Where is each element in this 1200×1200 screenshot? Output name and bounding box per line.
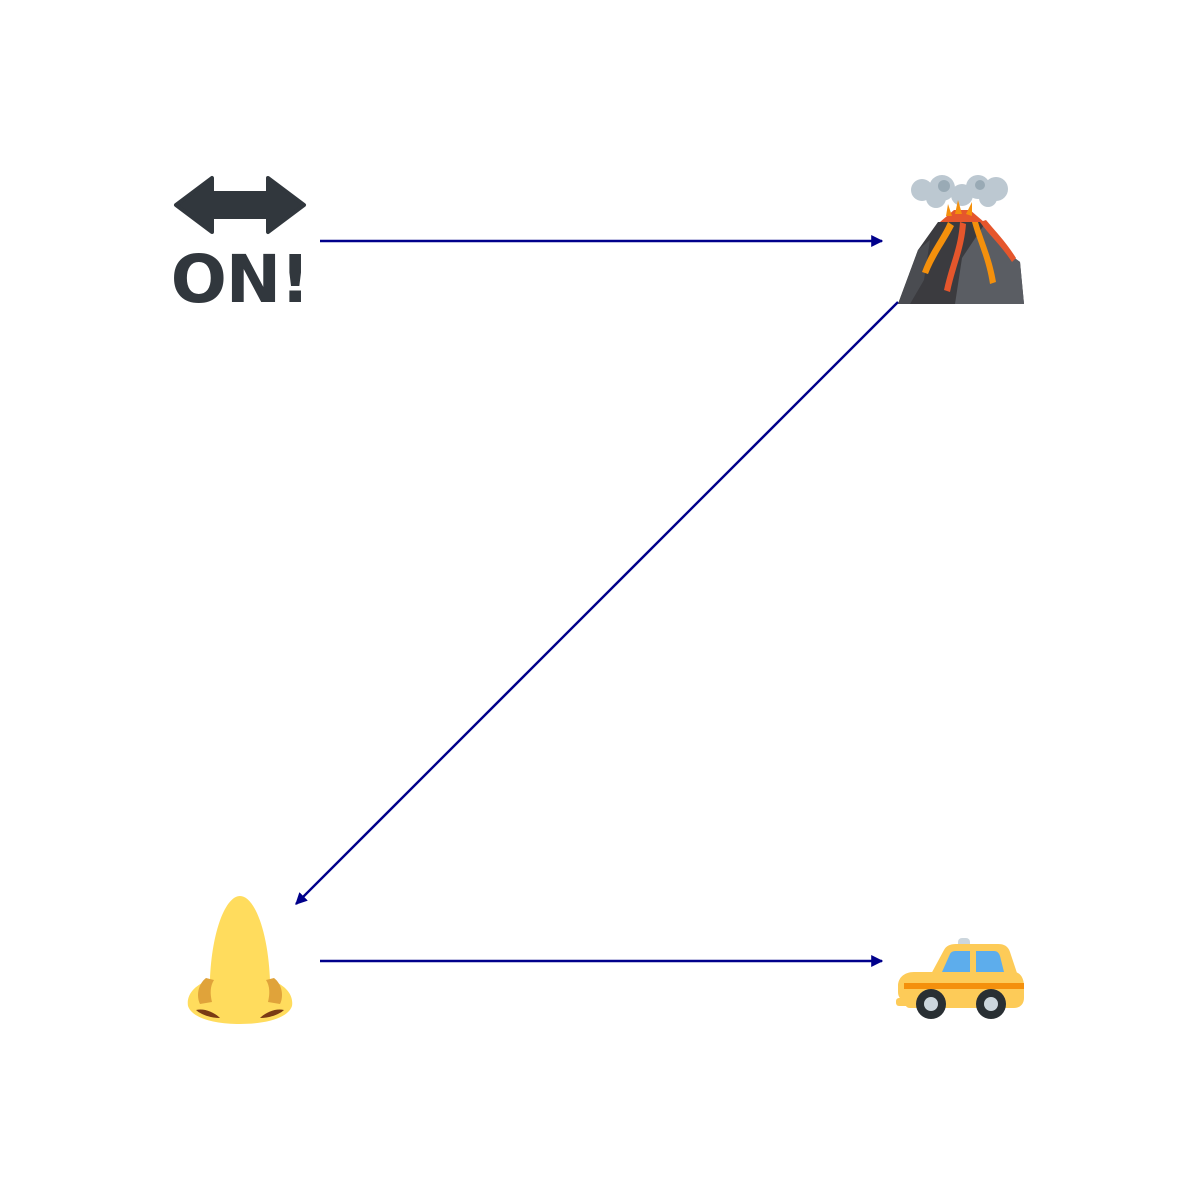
on-label: ON! [171,241,309,318]
node-on: ON! [171,176,310,318]
nose-icon [187,896,293,1024]
node-nose [187,896,293,1024]
volcano-icon [898,175,1024,304]
node-volcano [898,175,1024,304]
node-taxi [896,938,1024,1019]
taxi-icon [896,938,1024,1019]
edge-volcano-to-nose [295,301,899,905]
edges [295,235,899,967]
on-arrow-icon: ON! [171,176,310,318]
